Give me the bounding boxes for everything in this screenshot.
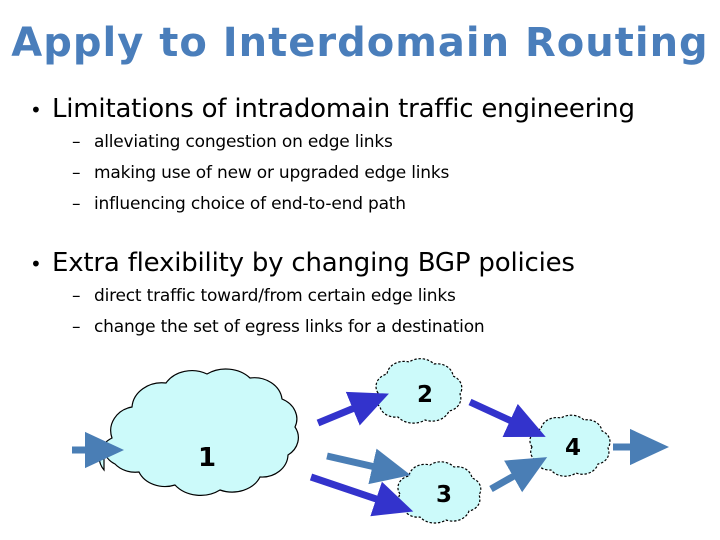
bullet-marker-icon: • (30, 252, 42, 276)
cloud-label-as4: 4 (565, 435, 581, 461)
sub-bullet-1-1-label: alleviating congestion on edge links (94, 132, 393, 152)
bullet-heading-1: • Limitations of intradomain traffic eng… (0, 92, 720, 127)
cloud-shape (397, 461, 482, 524)
cloud-node-as4[interactable]: 4 (529, 414, 611, 477)
sub-bullet-1-2: – making use of new or upgraded edge lin… (0, 158, 720, 189)
cloud-node-as2[interactable]: 2 (375, 358, 463, 424)
dash-marker-icon: – (72, 132, 81, 152)
sub-bullet-1-3-label: influencing choice of end-to-end path (94, 194, 406, 214)
cloud-shape (529, 414, 611, 477)
bullet-heading-1-label: Limitations of intradomain traffic engin… (52, 94, 635, 124)
sub-bullet-2-1-label: direct traffic toward/from certain edge … (94, 286, 456, 306)
cloud-node-as3[interactable]: 3 (397, 461, 482, 524)
arrow-as1-to-as3 (309, 473, 414, 517)
dash-marker-icon: – (72, 286, 81, 306)
bullet-heading-2-label: Extra flexibility by changing BGP polici… (52, 248, 575, 278)
dash-marker-icon: – (72, 317, 81, 337)
cloud-shape (98, 368, 299, 496)
cloud-label-as3: 3 (436, 482, 452, 508)
sub-bullet-1-1: – alleviating congestion on edge links (0, 127, 720, 158)
dash-marker-icon: – (72, 163, 81, 183)
sub-bullet-2-2-label: change the set of egress links for a des… (94, 317, 485, 337)
network-topology-diagram: 1 2 3 4 (0, 355, 720, 540)
arrow-as1-to-as2 (316, 391, 389, 427)
slide-body: • Limitations of intradomain traffic eng… (0, 92, 720, 347)
page-title: Apply to Interdomain Routing (11, 20, 709, 66)
bullet-section-2: • Extra flexibility by changing BGP poli… (0, 246, 720, 343)
arrow-as1-to-as3-upper (326, 448, 411, 485)
cloud-label-as1: 1 (198, 443, 216, 473)
bullet-marker-icon: • (30, 98, 42, 122)
sub-bullet-2-2: – change the set of egress links for a d… (0, 312, 720, 343)
sub-bullet-1-3: – influencing choice of end-to-end path (0, 189, 720, 220)
dash-marker-icon: – (72, 194, 81, 214)
bullet-heading-2: • Extra flexibility by changing BGP poli… (0, 246, 720, 281)
bullet-section-1: • Limitations of intradomain traffic eng… (0, 92, 720, 220)
cloud-node-as1[interactable]: 1 (98, 368, 299, 496)
sub-bullet-1-2-label: making use of new or upgraded edge links (94, 163, 450, 183)
cloud-shape (375, 358, 463, 424)
sub-bullet-2-1: – direct traffic toward/from certain edg… (0, 281, 720, 312)
section-spacer (0, 224, 720, 246)
arrow-as2-to-as4 (468, 398, 546, 437)
cloud-label-as2: 2 (417, 382, 433, 408)
arrow-as3-to-as4 (489, 457, 548, 493)
